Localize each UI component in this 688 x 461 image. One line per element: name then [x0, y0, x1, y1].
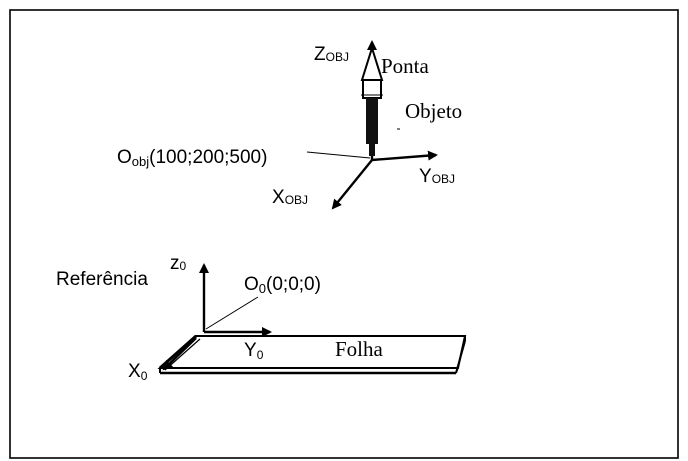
object-label: Objeto	[405, 99, 462, 123]
origin-obj-leader	[306, 151, 371, 159]
y-obj-label: YOBJ	[419, 166, 455, 187]
object-shape	[360, 44, 384, 156]
reference-label: Referência	[56, 269, 148, 290]
object-frame: ZOBJ Ponta Objeto Oobj(100;200;500) XOBJ…	[117, 40, 462, 210]
z-obj-label: ZOBJ	[314, 44, 349, 65]
x0-axis	[162, 337, 197, 371]
sheet-label: Folha	[335, 337, 384, 361]
y0-label: Y0	[244, 340, 264, 362]
origin0-label: O0(0;0;0)	[244, 274, 321, 296]
figure-border	[9, 9, 679, 459]
origin-obj-label: Oobj(100;200;500)	[117, 147, 267, 169]
reference-frame: Referência z0 O0(0;0;0) Y0 Folha X0	[56, 253, 467, 383]
z0-label: z0	[170, 253, 187, 274]
x0-label: X0	[128, 361, 148, 383]
y-obj-axis	[371, 150, 438, 162]
tip-label: Ponta	[381, 54, 430, 78]
x-obj-axis	[331, 159, 373, 210]
sheet-shape	[157, 334, 467, 375]
origin0-leader	[205, 296, 259, 330]
x-obj-label: XOBJ	[272, 187, 308, 208]
